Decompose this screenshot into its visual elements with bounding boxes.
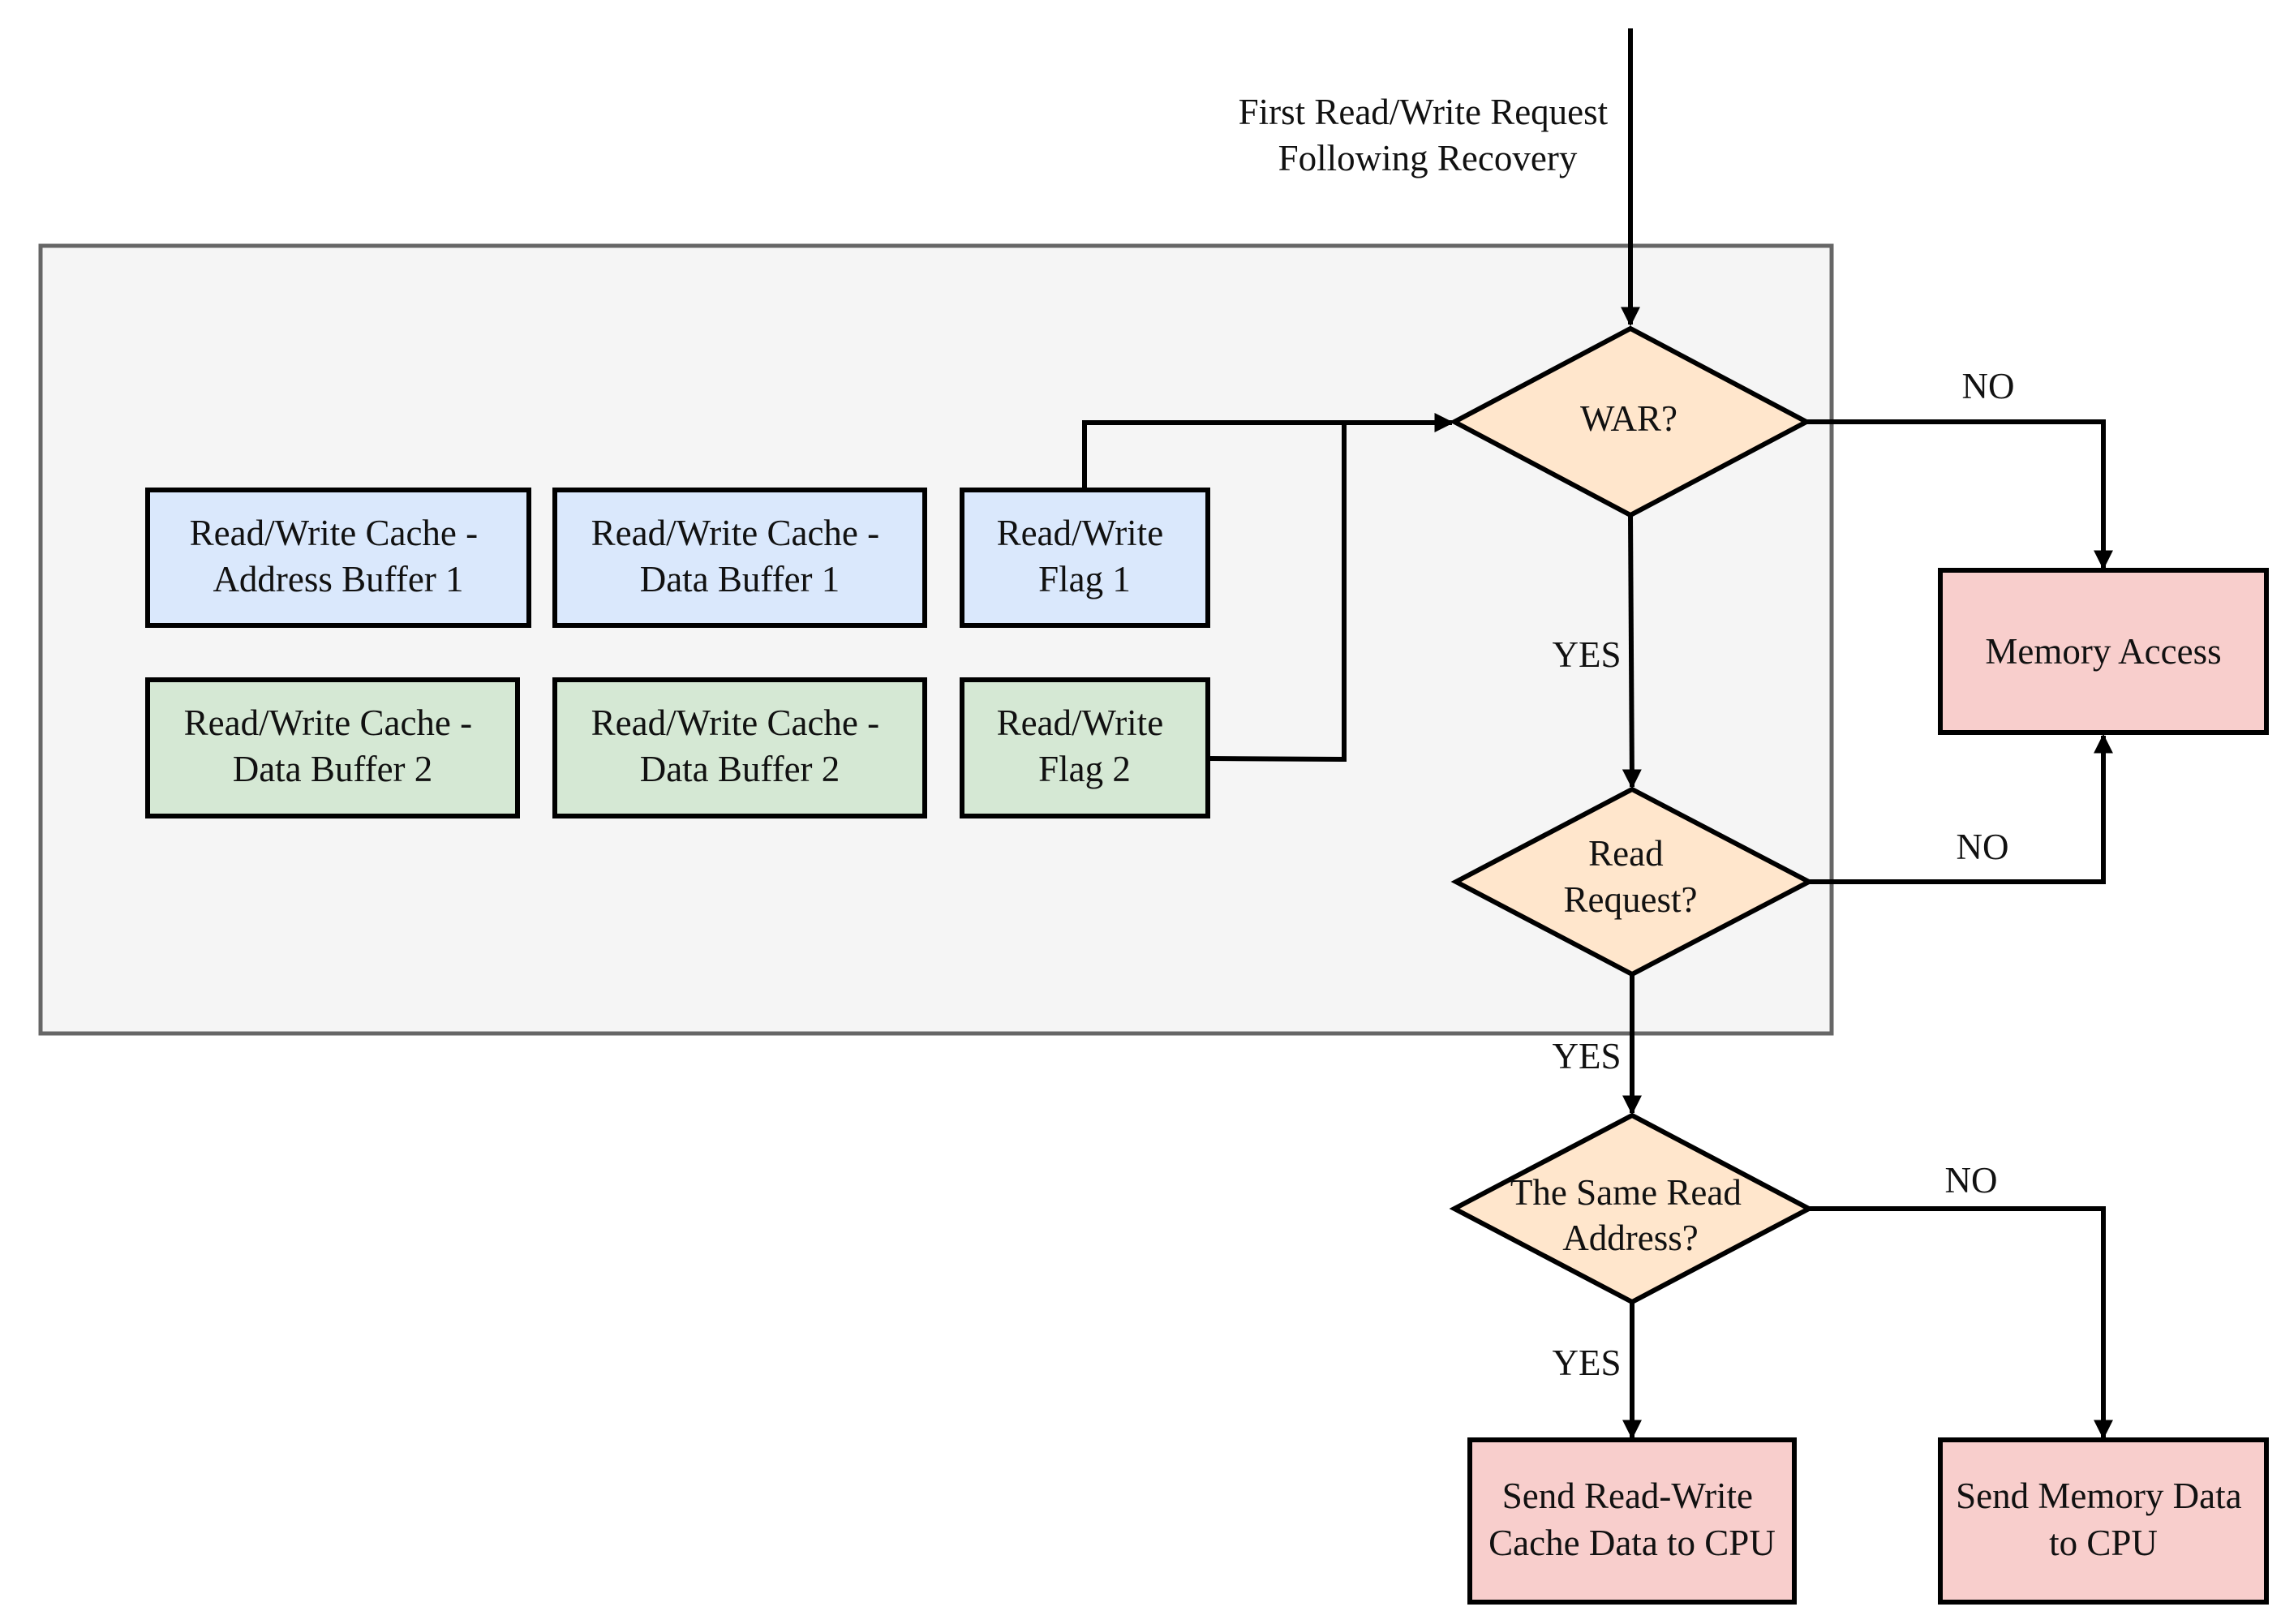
- send-cache-data-box: Send Read-Write Cache Data to CPU: [1467, 1437, 1797, 1605]
- war-no-edge: [1806, 419, 2113, 570]
- flag-2-connector: [1207, 423, 1347, 763]
- read-no-edge: [1809, 733, 2113, 884]
- svg-text:Read/Write Cache - Data: Read/Write Cache - Data Buffer 1: [591, 513, 889, 599]
- data-buffer-2-left: Read/Write Cache - Data Buffer 2: [145, 677, 520, 818]
- same-yes-label: YES: [1552, 1343, 1621, 1383]
- svg-text:Read Request?: Read Request?: [1564, 833, 1698, 920]
- memory-access-box: Memory Access: [1938, 568, 2269, 735]
- read-yes-label: YES: [1552, 1036, 1621, 1076]
- war-yes-edge: [1622, 514, 1642, 789]
- svg-text:Send Memory Data to CPU: Send Memory Data to CPU: [1956, 1476, 2251, 1563]
- war-yes-label: YES: [1552, 634, 1621, 675]
- data-buffer-1: Read/Write Cache - Data Buffer 1: [552, 488, 927, 628]
- war-no-label: NO: [1962, 366, 2015, 406]
- svg-text:Read/Write Flag 2: Read/Write Flag 2: [997, 702, 1173, 789]
- svg-text:Read/Write Flag 1: Read/Write Flag 1: [997, 513, 1173, 599]
- entry-label: First Read/Write Request Following Recov…: [1239, 92, 1617, 178]
- flag-1: Read/Write Flag 1: [960, 488, 1210, 628]
- flag-2: Read/Write Flag 2: [960, 677, 1210, 818]
- svg-text:Memory Access: Memory Access: [1985, 631, 2221, 672]
- same-no-edge: [1809, 1206, 2113, 1440]
- svg-text:Read/Write Cache - Data: Read/Write Cache - Data Buffer 2: [591, 702, 889, 789]
- war-decision: WAR?: [1449, 325, 1812, 518]
- svg-text:Read/Write Cache - Addre: Read/Write Cache - Address Buffer 1: [190, 513, 488, 599]
- svg-text:WAR?: WAR?: [1580, 398, 1677, 439]
- same-no-label: NO: [1945, 1160, 1998, 1201]
- svg-text:The Same Read Address?: The Same Read Address?: [1510, 1172, 1750, 1258]
- flag-1-connector: [1082, 413, 1454, 490]
- send-memory-data-box: Send Memory Data to CPU: [1938, 1437, 2269, 1605]
- read-no-label: NO: [1957, 827, 2009, 867]
- address-buffer-1: Read/Write Cache - Address Buffer 1: [145, 488, 531, 628]
- same-address-decision: The Same Read Address?: [1449, 1112, 1815, 1305]
- data-buffer-2-right: Read/Write Cache - Data Buffer 2: [552, 677, 927, 818]
- svg-text:Send Read-Write Cache Da: Send Read-Write Cache Data to CPU: [1488, 1476, 1776, 1563]
- svg-text:Read/Write Cache - Data: Read/Write Cache - Data Buffer 2: [184, 702, 482, 789]
